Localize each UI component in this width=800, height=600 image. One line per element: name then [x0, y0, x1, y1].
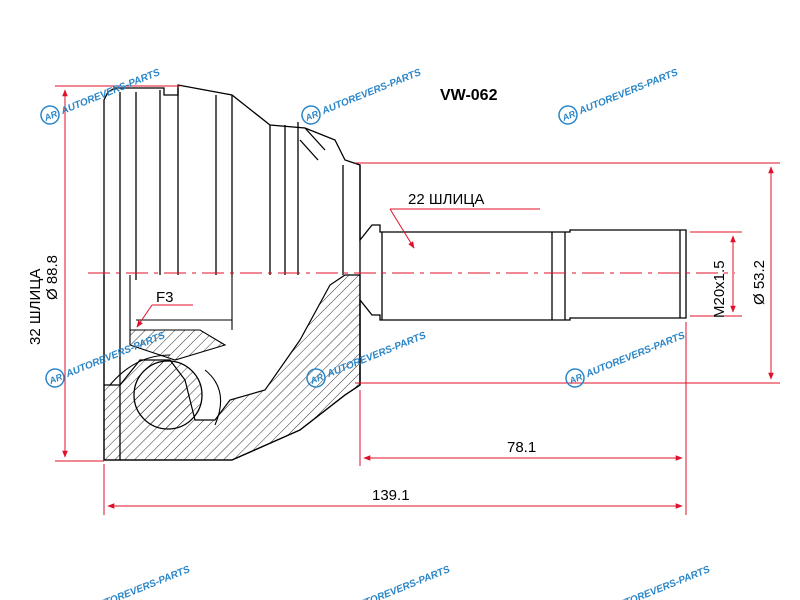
watermark: AUTOREVERS-PARTS	[298, 67, 423, 128]
outer-diameter-label-group: Ø 88.8	[44, 255, 61, 300]
svg-text:AUTOREVERS-PARTS: AUTOREVERS-PARTS	[349, 564, 452, 600]
shaft-diameter-label: Ø 53.2	[751, 260, 768, 305]
section-view	[103, 274, 361, 461]
section-mark-label: F3	[156, 289, 174, 306]
svg-text:AUTOREVERS-PARTS: AUTOREVERS-PARTS	[584, 330, 687, 380]
svg-text:AUTOREVERS-PARTS: AUTOREVERS-PARTS	[577, 67, 680, 117]
svg-text:AUTOREVERS-PARTS: AUTOREVERS-PARTS	[59, 67, 162, 117]
watermark: AUTOREVERS-PARTS	[67, 564, 192, 600]
shaft-length-label: 78.1	[507, 439, 536, 456]
thread-label-group: M20x1.5	[711, 260, 728, 318]
inner-splines-label: 32 ШЛИЦА	[27, 269, 44, 345]
watermark: AUTOREVERS-PARTS	[555, 67, 680, 128]
shaft	[359, 165, 687, 385]
shaft-splines-label: 22 ШЛИЦА	[408, 191, 484, 208]
watermark: AUTOREVERS-PARTS	[587, 564, 712, 600]
svg-text:AUTOREVERS-PARTS: AUTOREVERS-PARTS	[320, 67, 423, 117]
inner-splines-label-group: 32 ШЛИЦА	[27, 269, 44, 345]
thread-label: M20x1.5	[711, 260, 728, 318]
svg-text:AUTOREVERS-PARTS: AUTOREVERS-PARTS	[89, 564, 192, 600]
svg-text:AUTOREVERS-PARTS: AUTOREVERS-PARTS	[609, 564, 712, 600]
joint-body	[103, 84, 361, 461]
overall-length-label: 139.1	[372, 487, 410, 504]
shaft-diameter-label-group: Ø 53.2	[751, 260, 768, 305]
ball	[133, 360, 203, 430]
outer-diameter-label: Ø 88.8	[44, 255, 61, 300]
watermark: AUTOREVERS-PARTS	[327, 564, 452, 600]
watermark: AUTOREVERS-PARTS	[562, 330, 687, 391]
part-number: VW-062	[440, 87, 498, 104]
dimension-lines	[55, 85, 780, 515]
watermark: AUTOREVERS-PARTS	[37, 67, 162, 128]
